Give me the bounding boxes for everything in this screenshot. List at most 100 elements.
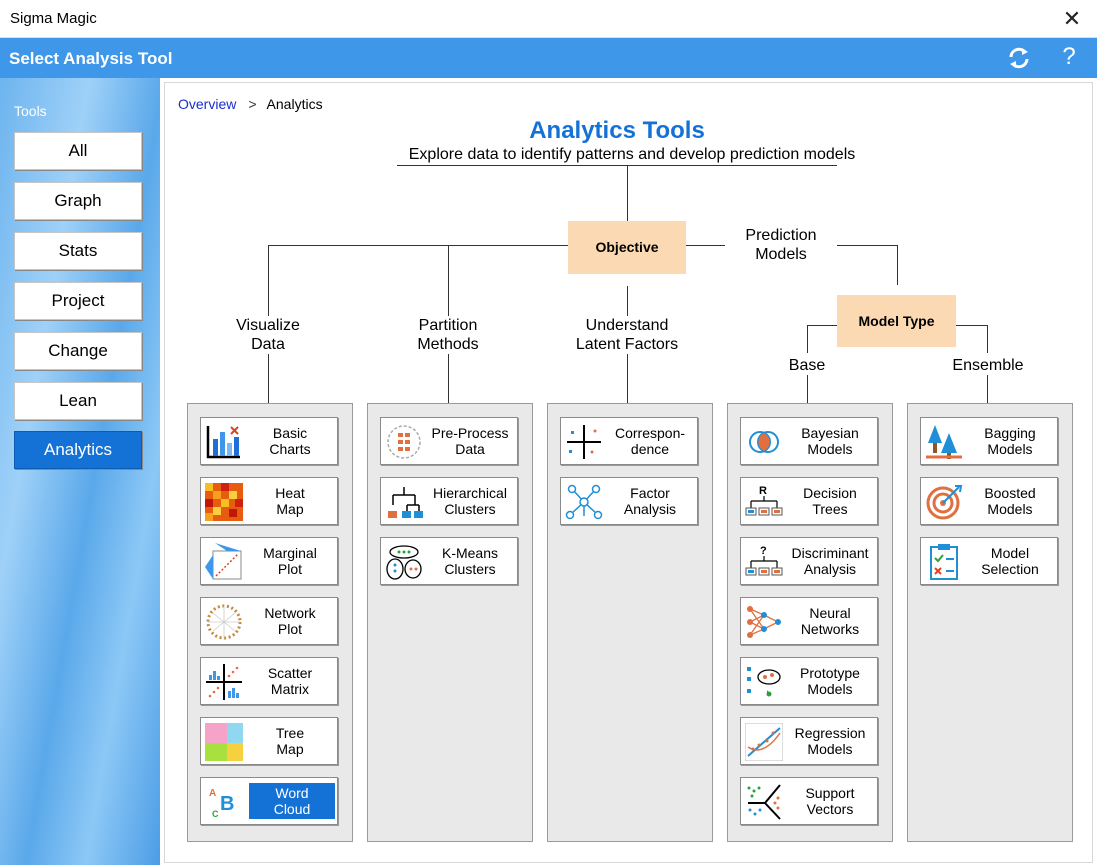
refresh-icon[interactable]	[1006, 45, 1032, 71]
regression-icon	[745, 723, 783, 761]
breadcrumb: Overview>Analytics	[178, 96, 323, 112]
connector	[987, 325, 988, 353]
tile-hierarchical-clusters[interactable]: Hierarchical Clusters	[380, 477, 518, 525]
factor-analysis-icon	[565, 484, 603, 520]
tile-tree-map[interactable]: Tree Map	[200, 717, 338, 765]
support-vectors-icon	[747, 784, 781, 820]
latent-factors-label: Understand Latent Factors	[562, 316, 692, 354]
tile-regression-models[interactable]: Regression Models	[740, 717, 878, 765]
tile-bagging-models[interactable]: Bagging Models	[920, 417, 1058, 465]
connector	[627, 165, 628, 221]
breadcrumb-current: Analytics	[266, 96, 323, 112]
model-type-node: Model Type	[837, 295, 956, 347]
tile-word-cloud[interactable]: A B C Word Cloud	[200, 777, 338, 825]
discriminant-icon: ?	[745, 545, 783, 576]
connector	[268, 245, 269, 321]
tile-bayesian-models[interactable]: Bayesian Models	[740, 417, 878, 465]
neural-networks-icon	[747, 606, 781, 638]
tile-neural-networks[interactable]: Neural Networks	[740, 597, 878, 645]
page-subtitle: Explore data to identify patterns and de…	[408, 146, 856, 163]
tile-pre-process-data[interactable]: Pre-Process Data	[380, 417, 518, 465]
prediction-models-label: Prediction Models	[725, 226, 837, 264]
connector	[827, 245, 897, 246]
decision-trees-icon: R	[745, 485, 783, 516]
tile-label: Decision Trees	[803, 485, 857, 517]
breadcrumb-overview-link[interactable]: Overview	[178, 96, 237, 112]
prototype-icon	[747, 667, 781, 697]
bagging-icon	[926, 425, 962, 459]
tree-map-icon	[205, 723, 243, 761]
ensemble-panel	[907, 403, 1073, 842]
connector	[268, 349, 269, 403]
tile-basic-charts[interactable]: Basic Charts	[200, 417, 338, 465]
sidebar-item-project[interactable]: Project	[14, 282, 142, 320]
connector	[807, 325, 808, 353]
content-area: Overview>Analytics Analytics Tools Explo…	[164, 82, 1093, 863]
tile-label: Factor Analysis	[623, 485, 677, 517]
tile-label: Neural Networks	[800, 605, 860, 637]
svg-text:A: A	[209, 788, 216, 799]
svg-text:C: C	[212, 809, 219, 819]
objective-node: Objective	[568, 221, 686, 274]
tile-discriminant-analysis[interactable]: ? Discriminant Analysis	[740, 537, 878, 585]
tile-marginal-plot[interactable]: Marginal Plot	[200, 537, 338, 585]
hierarchical-clusters-icon	[388, 487, 423, 518]
tile-prototype-models[interactable]: Prototype Models	[740, 657, 878, 705]
svg-text:R: R	[759, 485, 767, 497]
tile-model-selection[interactable]: Model Selection	[920, 537, 1058, 585]
connector	[268, 245, 568, 246]
tile-decision-trees[interactable]: R Decision Trees	[740, 477, 878, 525]
network-plot-icon	[206, 604, 242, 640]
window-title: Sigma Magic	[10, 10, 97, 27]
tile-label: Bagging Models	[984, 425, 1036, 457]
sidebar-item-lean[interactable]: Lean	[14, 382, 142, 420]
tile-factor-analysis[interactable]: Factor Analysis	[560, 477, 698, 525]
sidebar-item-all[interactable]: All	[14, 132, 142, 170]
sidebar-item-stats[interactable]: Stats	[14, 232, 142, 270]
connector	[448, 245, 449, 321]
window-titlebar: Sigma Magic ✕	[0, 0, 1097, 38]
header-bar: Select Analysis Tool ?	[0, 38, 1097, 78]
kmeans-clusters-icon	[386, 545, 422, 580]
svg-text:?: ?	[760, 545, 767, 557]
sidebar-item-analytics[interactable]: Analytics	[14, 431, 142, 469]
sidebar-item-graph[interactable]: Graph	[14, 182, 142, 220]
sidebar-item-change[interactable]: Change	[14, 332, 142, 370]
base-label: Base	[777, 356, 837, 375]
visualize-data-label: Visualize Data	[218, 316, 318, 354]
connector	[448, 349, 449, 403]
tile-label: Scatter Matrix	[267, 665, 313, 697]
tile-label: Correspon- dence	[614, 425, 686, 457]
subtitle-underline	[397, 165, 837, 166]
header-title: Select Analysis Tool	[9, 49, 173, 68]
tile-label: Pre-Process Data	[431, 425, 509, 457]
help-icon[interactable]: ?	[1062, 43, 1076, 70]
tile-label: K-Means Clusters	[441, 545, 499, 577]
tile-boosted-models[interactable]: Boosted Models	[920, 477, 1058, 525]
connector	[987, 373, 988, 403]
sidebar: Tools All Graph Stats Project Change Lea…	[0, 78, 160, 865]
scatter-matrix-icon	[206, 664, 242, 700]
tile-label: Network Plot	[264, 605, 316, 637]
tile-network-plot[interactable]: Network Plot	[200, 597, 338, 645]
sidebar-label: Tools	[14, 103, 47, 119]
bayesian-icon	[749, 431, 779, 453]
connector	[807, 373, 808, 403]
tile-support-vectors[interactable]: Support Vectors	[740, 777, 878, 825]
tile-label: Heat Map	[275, 485, 305, 517]
connector	[897, 245, 898, 285]
pre-process-icon	[387, 425, 421, 459]
tile-scatter-matrix[interactable]: Scatter Matrix	[200, 657, 338, 705]
boosted-icon	[926, 485, 963, 520]
tile-label: Discriminant Analysis	[791, 545, 869, 577]
tile-label: Hierarchical Clusters	[433, 485, 507, 517]
word-cloud-icon: A B C	[209, 788, 234, 819]
tile-label: Tree Map	[275, 725, 305, 757]
close-icon[interactable]: ✕	[1062, 6, 1082, 31]
tile-kmeans-clusters[interactable]: K-Means Clusters	[380, 537, 518, 585]
tile-heat-map[interactable]: Heat Map	[200, 477, 338, 525]
tile-correspondence[interactable]: Correspon- dence	[560, 417, 698, 465]
tile-label: Boosted Models	[984, 485, 1036, 517]
tile-label: Marginal Plot	[263, 545, 317, 577]
connector	[807, 325, 837, 326]
